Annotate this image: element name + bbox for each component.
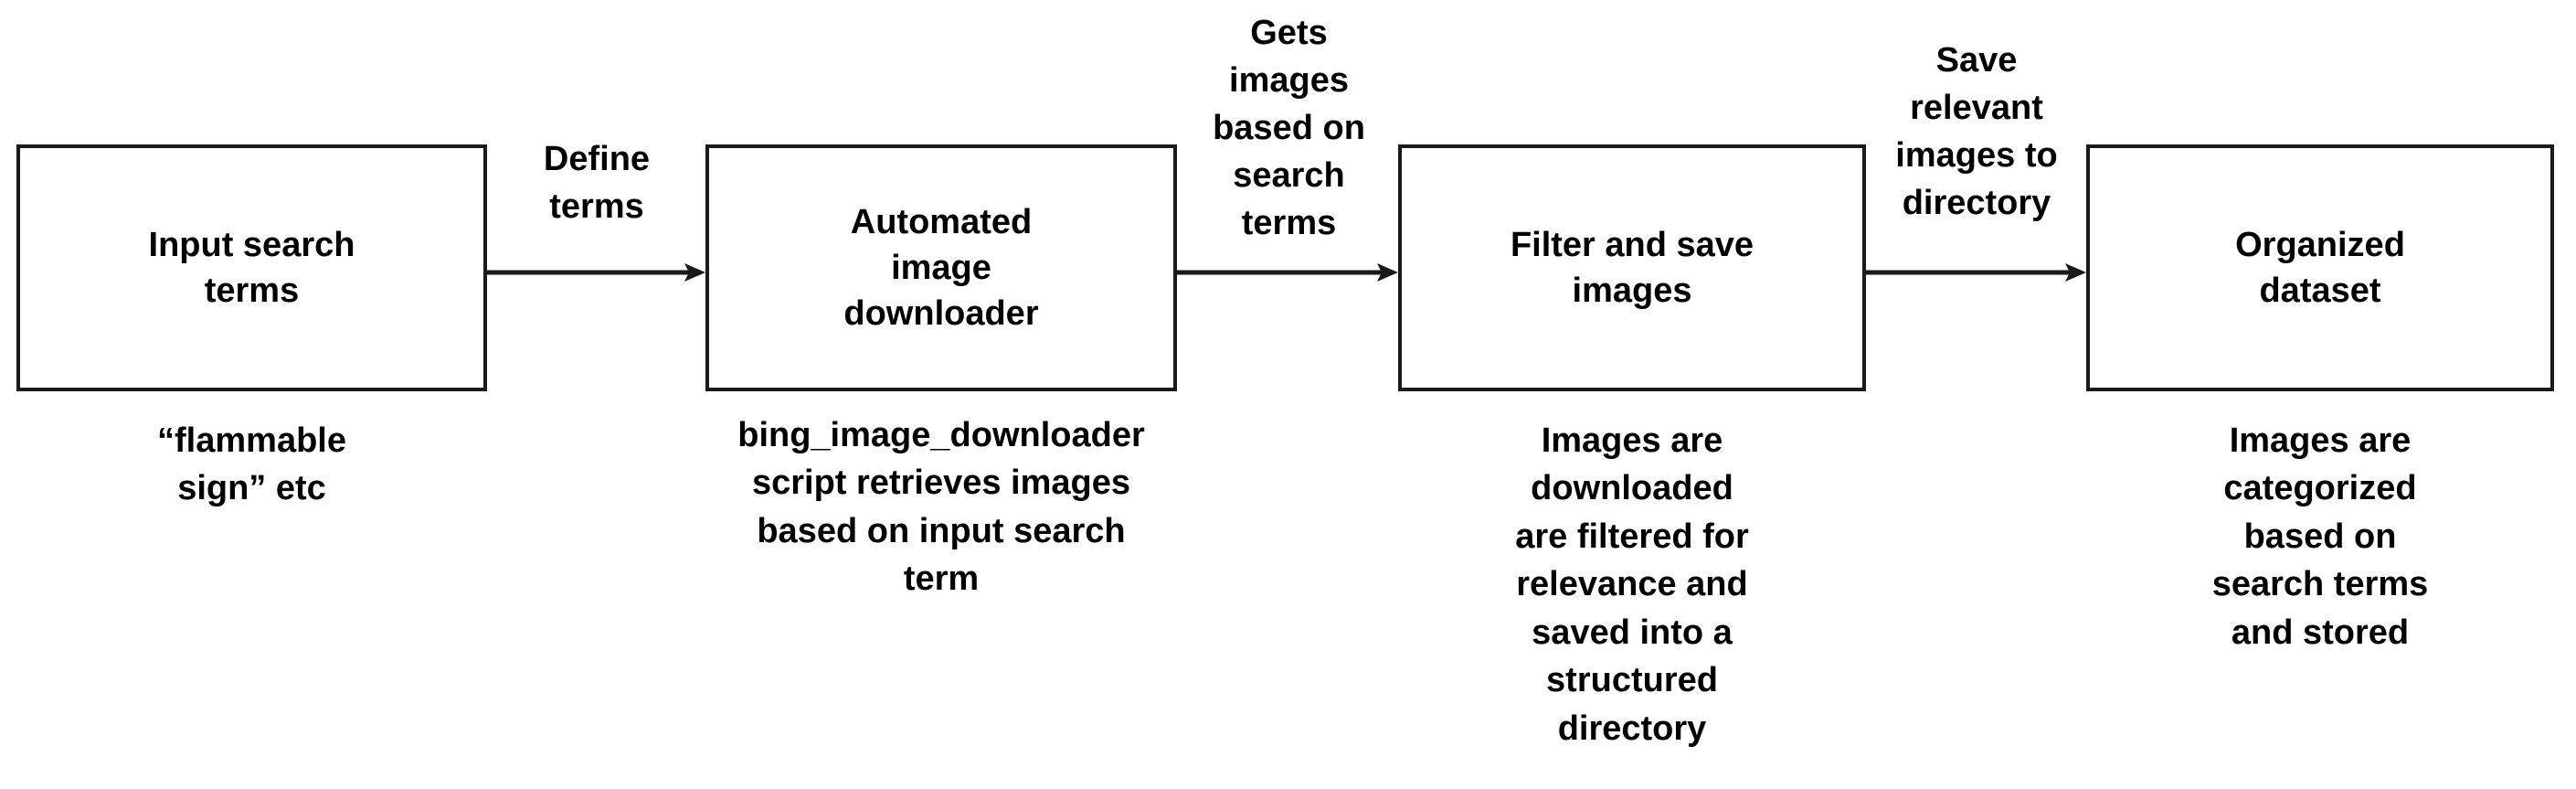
caption-automated-image-downloader: bing_image_downloader script retrieves i… <box>737 416 1145 599</box>
node-label: Filter and save images <box>1510 225 1754 310</box>
edge-label-gets-images: Gets images based on search terms <box>1213 14 1365 243</box>
node-label: Automated image downloader <box>843 202 1039 334</box>
caption-organized-dataset: Images are categorized based on search t… <box>2211 421 2429 652</box>
node-filter-and-save-images[interactable]: Filter and save images <box>1398 144 1866 391</box>
caption-input-search-terms: “flammable sign” etc <box>157 421 346 508</box>
node-label: Input search terms <box>148 225 355 310</box>
connector-arrow-1 <box>487 259 705 286</box>
node-organized-dataset[interactable]: Organized dataset <box>2086 144 2554 391</box>
node-automated-image-downloader[interactable]: Automated image downloader <box>705 144 1177 391</box>
edge-label-save-relevant-images: Save relevant images to directory <box>1895 41 2058 223</box>
connector-arrow-3 <box>1866 259 2086 286</box>
node-input-search-terms[interactable]: Input search terms <box>16 144 487 391</box>
connector-arrow-2 <box>1177 259 1398 286</box>
edge-label-define-terms: Define terms <box>543 140 651 227</box>
caption-filter-and-save-images: Images are downloaded are filtered for r… <box>1515 421 1749 748</box>
node-label: Organized dataset <box>2235 225 2405 310</box>
